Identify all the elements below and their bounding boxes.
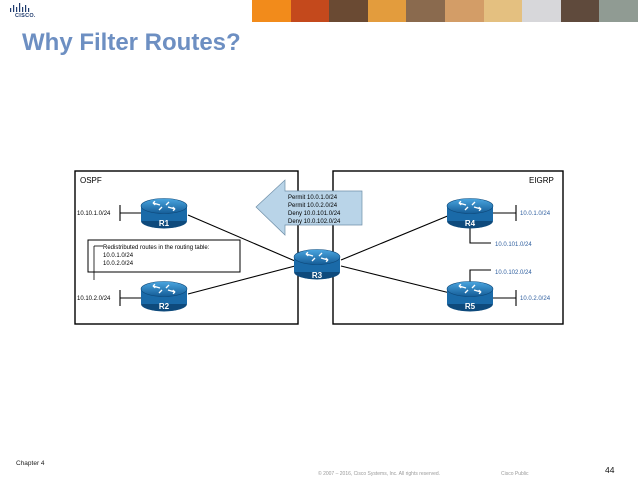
filter-line: Permit 10.0.2.0/24 (288, 203, 338, 209)
network-label-r1: 10.10.1.0/24 (77, 211, 111, 217)
router-label: R4 (465, 219, 476, 228)
router-label: R2 (159, 302, 170, 311)
slide-title: Why Filter Routes? (22, 29, 241, 56)
copyright-text: © 2007 – 2016, Cisco Systems, Inc. All r… (318, 471, 441, 477)
router-label: R1 (159, 219, 170, 228)
chapter-label: Chapter 4 (16, 460, 45, 467)
eigrp-label: EIGRP (529, 176, 554, 185)
router-r2[interactable]: R2 (140, 280, 188, 313)
eigrp-domain-box (332, 170, 564, 325)
logo-text: CISCO. (15, 13, 36, 19)
router-r3[interactable]: R3 (293, 248, 341, 281)
router-links (187, 214, 451, 295)
classification-label: Cisco Public (501, 471, 529, 477)
cisco-bars-icon (10, 3, 30, 12)
cisco-logo: CISCO. (6, 1, 40, 21)
network-stubs (119, 205, 517, 306)
redistribution-text: Redistributed routes in the routing tabl… (103, 245, 210, 267)
page-number: 44 (605, 465, 615, 475)
filter-line: Deny 10.0.102.0/24 (288, 219, 341, 225)
network-label-r4-bottom: 10.0.101.0/24 (495, 242, 532, 248)
redistribution-heading: Redistributed routes in the routing tabl… (103, 245, 210, 251)
header-bar: CISCO. (0, 0, 638, 22)
network-diagram: OSPF EIGRP 10.10.1.0/24 10.10.2.0/24 10.… (70, 168, 568, 328)
redistributed-route: 10.0.2.0/24 (103, 261, 134, 267)
header-photo-strip (252, 0, 638, 22)
ospf-label: OSPF (80, 176, 102, 185)
router-label: R5 (465, 302, 476, 311)
filter-list: Permit 10.0.1.0/24 Permit 10.0.2.0/24 De… (288, 195, 341, 225)
network-label-r4-top: 10.0.1.0/24 (520, 211, 551, 217)
filter-arrow (255, 179, 363, 236)
router-r1[interactable]: R1 (140, 197, 188, 230)
router-r4[interactable]: R4 (446, 197, 494, 230)
network-label-r5-top: 10.0.102.0/24 (495, 270, 532, 276)
redistribution-callout (87, 239, 241, 273)
network-labels: 10.10.1.0/24 10.10.2.0/24 10.0.1.0/24 10… (77, 211, 551, 302)
network-label-r2: 10.10.2.0/24 (77, 296, 111, 302)
filter-line: Permit 10.0.1.0/24 (288, 195, 338, 201)
ospf-domain-box (74, 170, 299, 325)
router-r5[interactable]: R5 (446, 280, 494, 313)
network-label-r5-right: 10.0.2.0/24 (520, 296, 551, 302)
redistributed-route: 10.0.1.0/24 (103, 253, 134, 259)
filter-line: Deny 10.0.101.0/24 (288, 211, 341, 217)
router-label: R3 (312, 271, 323, 280)
